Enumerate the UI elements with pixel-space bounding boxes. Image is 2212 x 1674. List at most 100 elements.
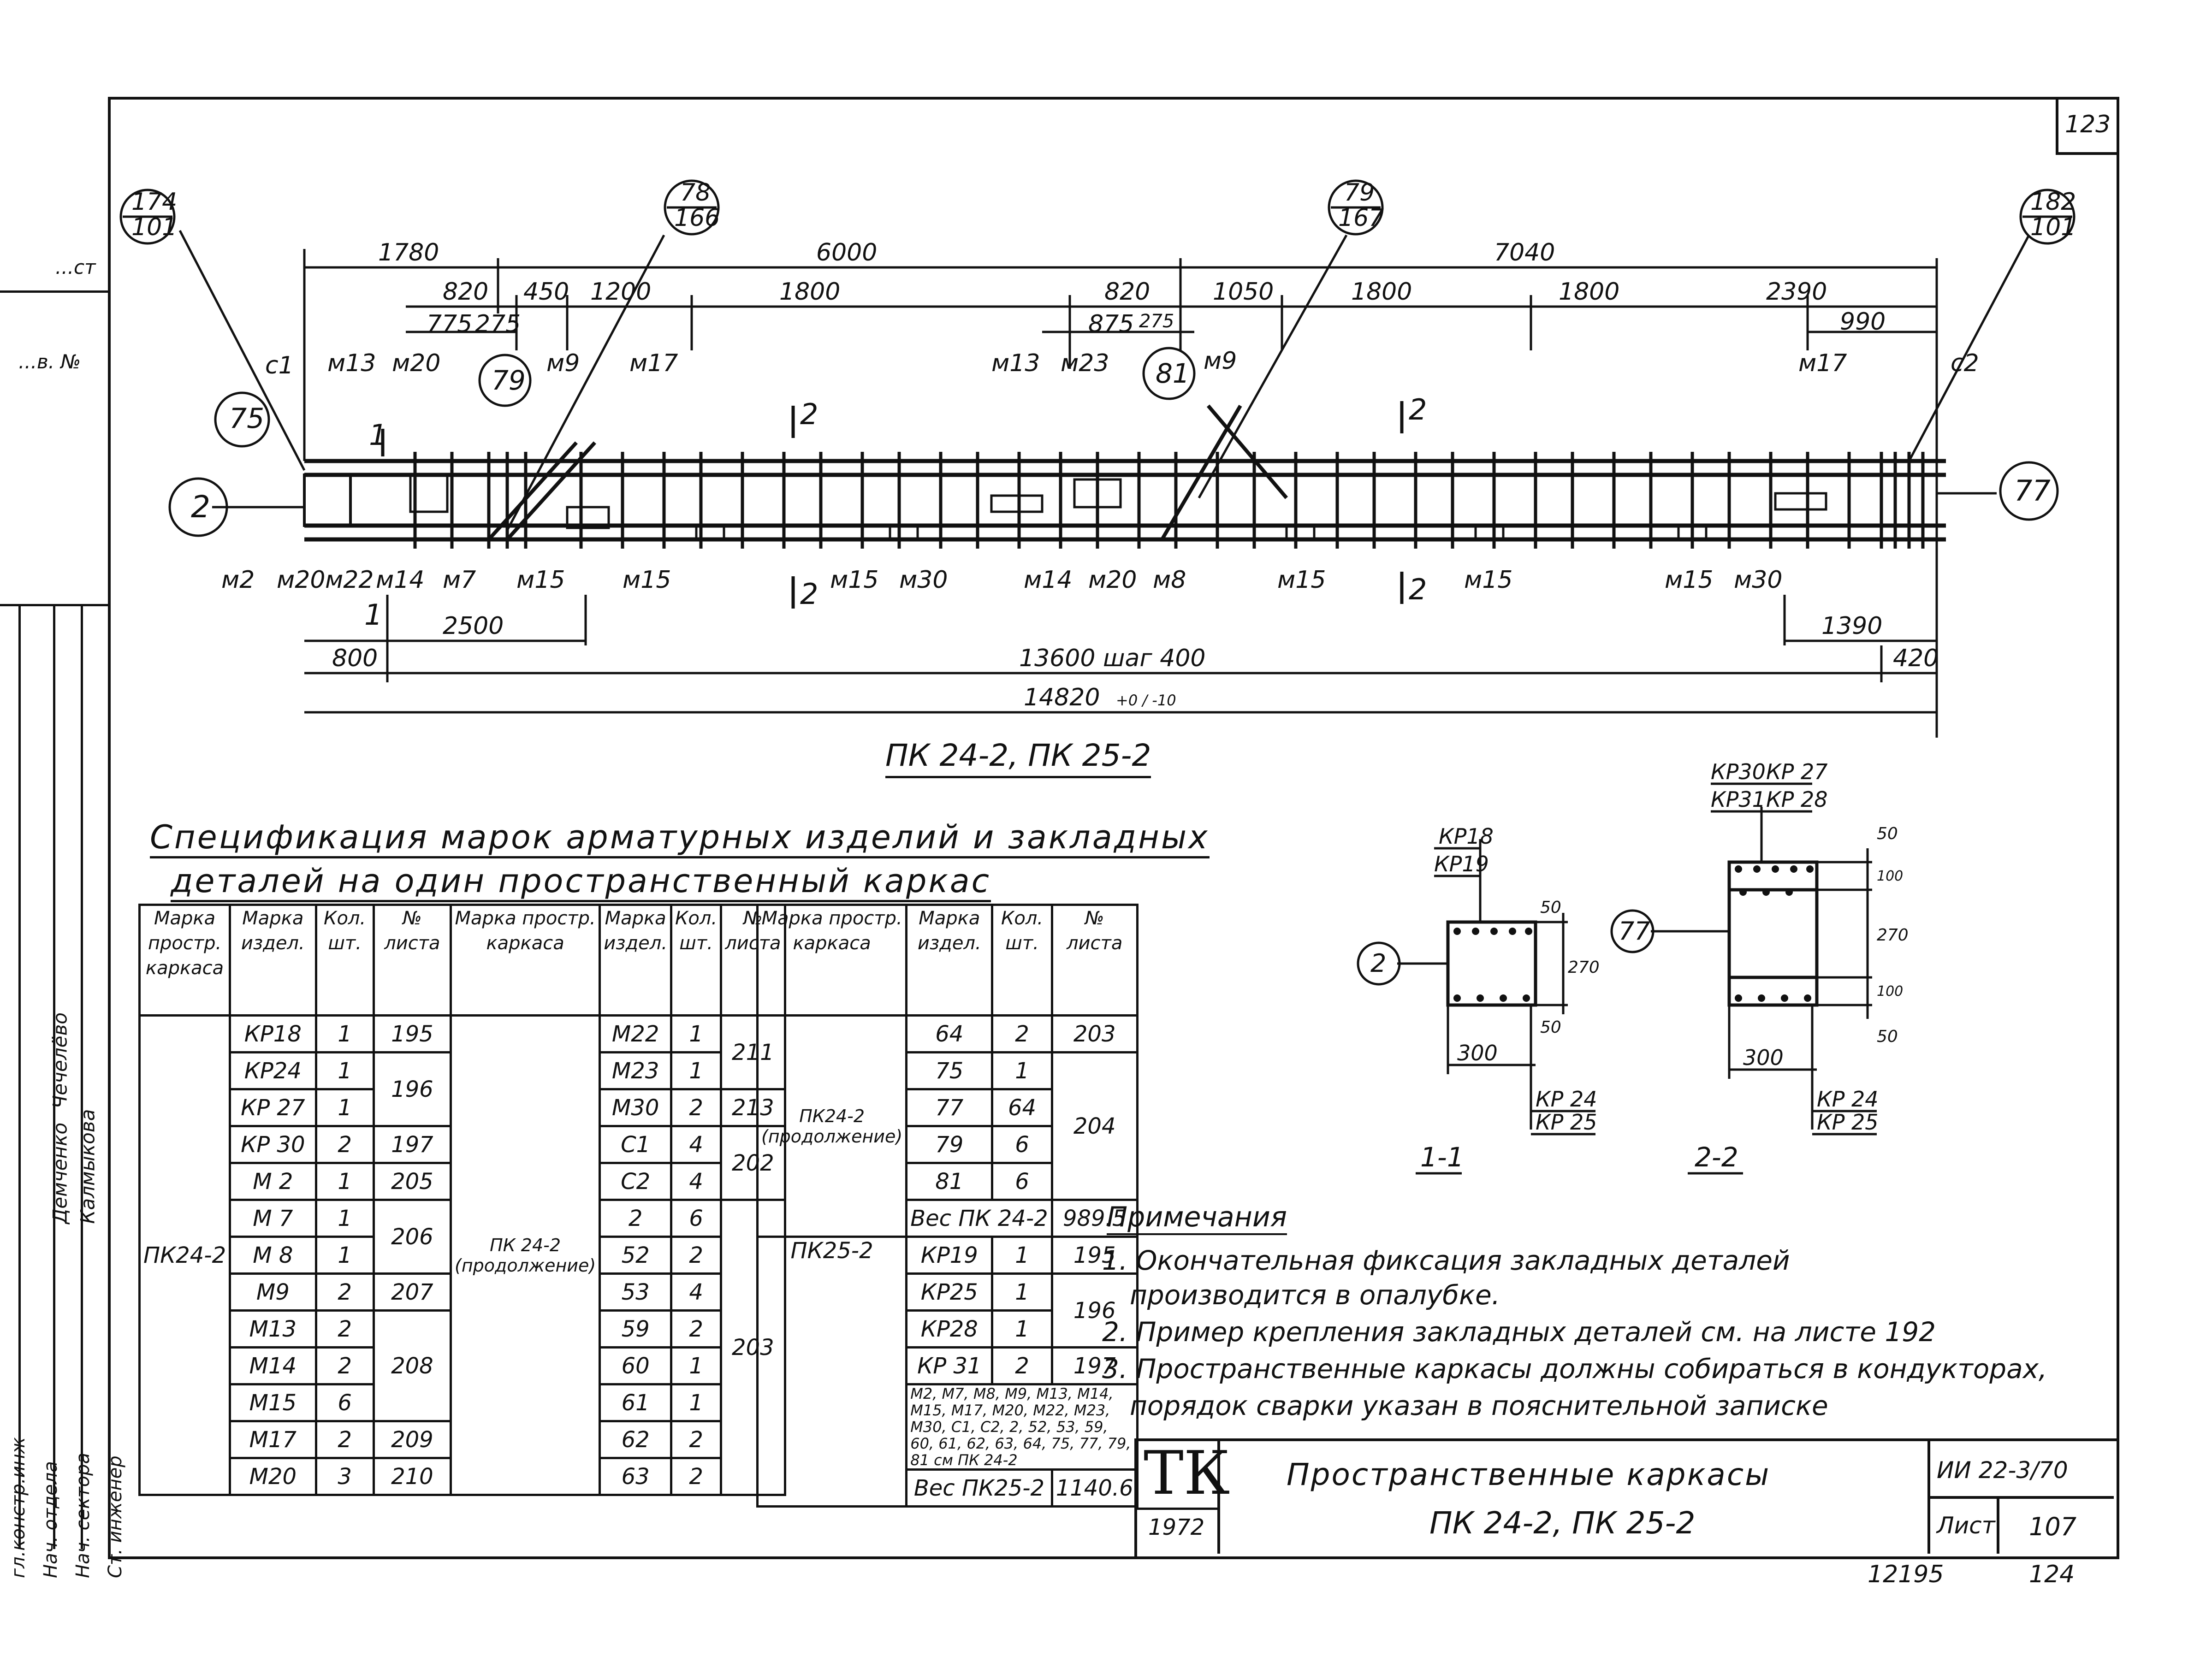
s1-top-0: КР18: [1439, 824, 1494, 849]
table-cell: 195: [1050, 1236, 1139, 1275]
dim-820b: 820: [1104, 278, 1150, 306]
table-cell: 1: [670, 1014, 723, 1053]
s1-e2: 50: [1540, 1018, 1561, 1037]
s1-bot-1: КР 25: [1536, 1110, 1597, 1135]
owner-pk25-2: ПК25-2: [756, 1236, 908, 1508]
section-2a-bottom: 2: [800, 577, 818, 611]
section-1-bottom: 1: [364, 598, 382, 632]
s2-top-3: КР 28: [1766, 787, 1828, 812]
table-cell: КР25: [905, 1272, 994, 1312]
owner-pk24-2: ПК24-2: [138, 1014, 231, 1496]
callout-167: 167: [1338, 204, 1384, 232]
label-m20a: м20: [392, 349, 440, 377]
beam-drawing: 174 101 78 166 79 167 182 101 75 2 79 81…: [119, 179, 2076, 738]
table-cell: 60: [599, 1346, 673, 1385]
table-cell: КР19: [905, 1236, 994, 1275]
label-m15f: м15: [1665, 566, 1713, 594]
table-cell: 77: [905, 1088, 994, 1127]
title-sheet-number: 107: [2029, 1512, 2077, 1541]
s2-label: 2-2: [1695, 1142, 1738, 1173]
dim-275a: 275: [475, 310, 521, 338]
circle-75: 75: [229, 402, 264, 435]
weight-b-label: Вес ПК25-2: [905, 1468, 1053, 1508]
table-cell: 2: [314, 1420, 375, 1459]
table-cell: 2: [670, 1236, 723, 1275]
spec-table-2: Марка простр. каркаса Марка издел. Кол. …: [449, 904, 786, 1496]
table-cell: 2: [991, 1014, 1053, 1053]
label-m23: м23: [1061, 349, 1109, 377]
dim-420: 420: [1893, 645, 1939, 672]
table-header: № листа: [1050, 904, 1139, 1017]
s2-bot-0: КР 24: [1817, 1087, 1879, 1112]
table-header: Марка издел.: [599, 904, 673, 1017]
s1-circle: 2: [1370, 949, 1386, 978]
table-cell: КР28: [905, 1309, 994, 1349]
label-m30b: м30: [1734, 566, 1782, 594]
table-cell: 2: [670, 1457, 723, 1496]
table-cell: 2: [670, 1309, 723, 1349]
table-header: Марка издел.: [905, 904, 994, 1017]
label-c2: с2: [1951, 349, 1979, 377]
table-cell: 53: [599, 1272, 673, 1312]
table-cell: 81: [905, 1162, 994, 1201]
dim-6000: 6000: [816, 239, 877, 266]
table-cell: 79: [905, 1125, 994, 1164]
side-role-4: Ст. инженер: [105, 1455, 126, 1578]
drawing-frame: [108, 97, 2119, 1559]
label-c1: с1: [265, 352, 294, 379]
dim-820a: 820: [443, 278, 488, 306]
table-cell: 1: [314, 1236, 375, 1275]
dim-990: 990: [1840, 308, 1886, 336]
table-cell: М30: [599, 1088, 673, 1127]
hdr-list: № листа: [372, 904, 452, 1017]
table-cell: КР 27: [229, 1088, 317, 1127]
table-cell: 196: [1050, 1272, 1139, 1349]
table-cell: 197: [372, 1125, 452, 1164]
table-cell: КР18: [229, 1014, 317, 1053]
table-cell: М22: [599, 1014, 673, 1053]
owner-pk24-2-cont: ПК 24-2 (продолжение): [449, 1014, 601, 1496]
table-cell: КР 31: [905, 1346, 994, 1385]
dim-775: 775: [427, 310, 472, 338]
s2-e4: 50: [1877, 1027, 1898, 1046]
table-cell: 1: [314, 1051, 375, 1090]
table-cell: 64: [905, 1014, 994, 1053]
table-cell: 207: [372, 1272, 452, 1312]
label-m14b: м14: [1024, 566, 1072, 594]
table-cell: 210: [372, 1457, 452, 1496]
table-cell: 2: [991, 1346, 1053, 1385]
note-2: 2. Пример крепления закладных деталей см…: [1102, 1316, 1936, 1348]
s1-height: 270: [1568, 958, 1600, 977]
table-cell: 204: [1050, 1051, 1139, 1201]
dim-2500: 2500: [443, 612, 504, 640]
title-name-2: ПК 24-2, ПК 25-2: [1429, 1505, 1696, 1541]
table-cell: 1: [991, 1236, 1053, 1275]
table-cell: 6: [991, 1125, 1053, 1164]
dim-2390: 2390: [1766, 278, 1827, 306]
section-2b-top: 2: [1409, 393, 1427, 426]
table-cell: 4: [670, 1125, 723, 1164]
table-cell: 62: [599, 1420, 673, 1459]
section-2b-bottom: 2: [1409, 573, 1427, 606]
table-cell: 1: [991, 1051, 1053, 1090]
label-m8: м8: [1153, 566, 1186, 594]
dim-275b: 275: [1139, 311, 1174, 332]
title-code: ИИ 22-3/70: [1937, 1457, 2068, 1484]
weight-b-value: 1140.6: [1050, 1468, 1139, 1508]
table-cell: 208: [372, 1309, 452, 1422]
dim-1800c: 1800: [1559, 278, 1619, 306]
logo-year: 1972: [1148, 1514, 1205, 1540]
section-2a-top: 2: [800, 397, 818, 431]
dim-1050: 1050: [1213, 278, 1274, 306]
dim-1780: 1780: [378, 239, 439, 266]
table-header: Марка простр. каркаса: [449, 904, 601, 1017]
table-cell: 1: [314, 1162, 375, 1201]
table-cell: 1: [670, 1051, 723, 1090]
table-cell: 2: [314, 1346, 375, 1385]
title-sheet-label: Лист: [1937, 1512, 1995, 1539]
table-cell: КР24: [229, 1051, 317, 1090]
s2-top-2: КР31: [1711, 787, 1766, 812]
hdr-marka-karkas: Марка простр. каркаса: [138, 904, 231, 1017]
table-cell: 1: [670, 1346, 723, 1385]
section-drawings: 2 КР18 КР19 КР 24 КР 25 300 270 50 50 1-…: [1357, 759, 1909, 1175]
